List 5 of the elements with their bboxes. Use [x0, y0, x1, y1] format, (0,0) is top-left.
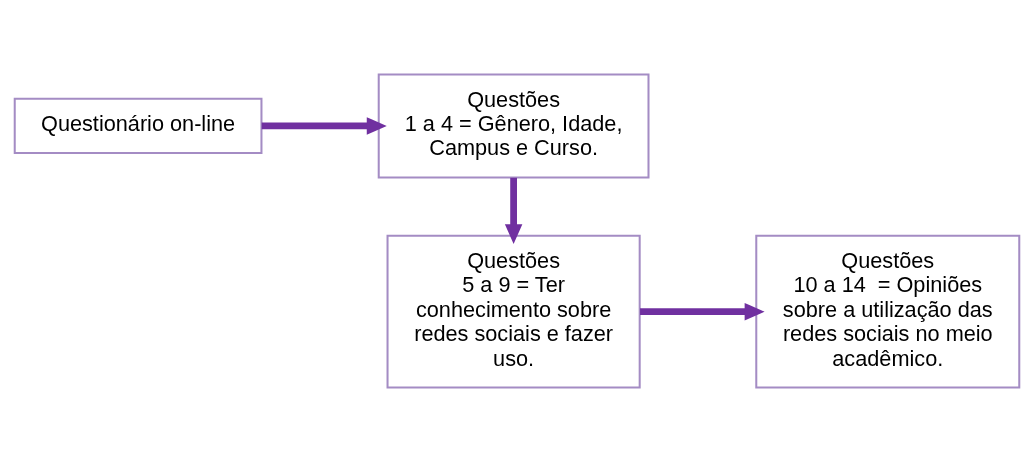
node-box: Questões 1 a 4 = Gênero, Idade, Campus e Curso.: [377, 72, 650, 178]
node-box: Questões 10 a 14 = Opiniões sobre a utilização das redes sociais no meio acadêmico.: [755, 234, 1021, 389]
node-box: Questionário on-line: [13, 97, 263, 154]
node-box: Questões 5 a 9 = Ter conhecimento sobre redes sociais e fazer uso.: [386, 234, 641, 389]
arrow: [261, 116, 387, 135]
